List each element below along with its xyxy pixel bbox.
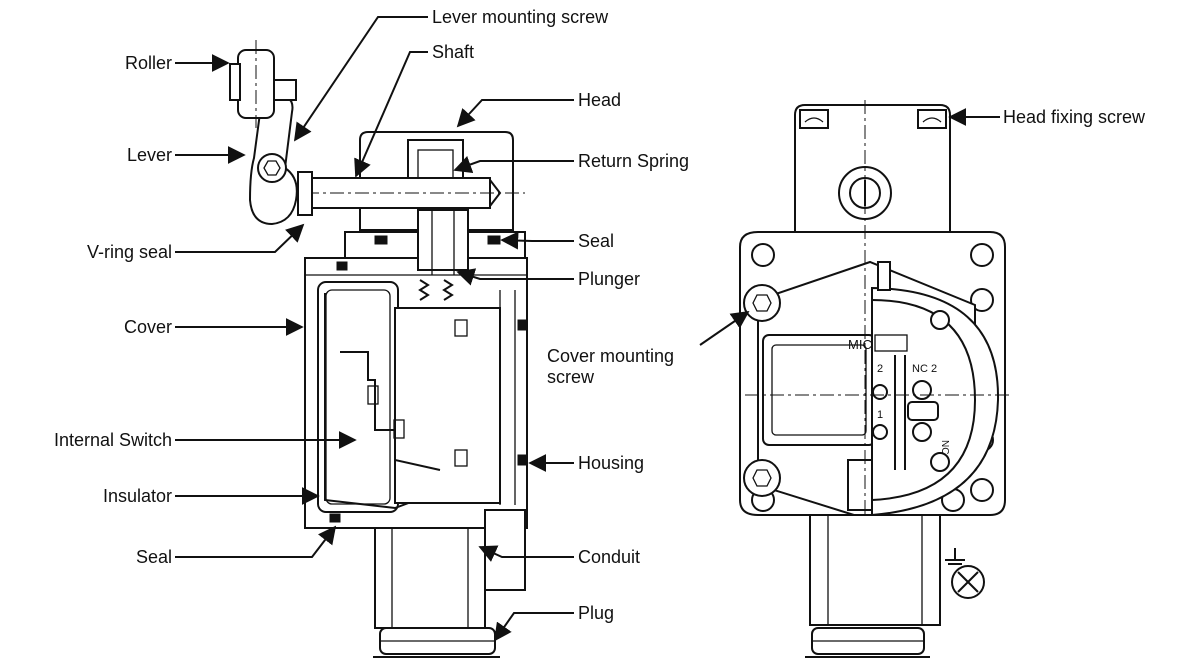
head-screw-left bbox=[799, 109, 829, 129]
front-conduit bbox=[809, 514, 941, 626]
label-roller: Roller bbox=[125, 53, 172, 73]
marking-terminal-2: 2 bbox=[877, 363, 883, 375]
marking-terminal-nc1: NC 1 bbox=[939, 440, 950, 463]
seal-inner bbox=[336, 261, 348, 271]
cover-screw-top bbox=[743, 284, 781, 322]
seal-top-right bbox=[487, 235, 501, 245]
marking-terminal-nc2: NC 2 bbox=[912, 363, 937, 375]
v-ring-seal bbox=[297, 171, 313, 216]
label-cover-mounting-screw-1: Cover mounting bbox=[547, 346, 674, 366]
label-v-ring-seal: V-ring seal bbox=[87, 242, 172, 262]
label-seal-top: Seal bbox=[578, 231, 614, 251]
plunger-body bbox=[417, 209, 469, 271]
callout-labels: Roller Lever V-ring seal Cover Internal … bbox=[54, 7, 1146, 623]
label-head-fixing-screw: Head fixing screw bbox=[1003, 107, 1146, 127]
label-conduit: Conduit bbox=[578, 547, 640, 567]
cover-body bbox=[317, 281, 399, 513]
callout-leaders bbox=[175, 16, 574, 642]
seal-top-left bbox=[374, 235, 388, 245]
marking-terminal-1: 1 bbox=[877, 409, 883, 421]
label-lever: Lever bbox=[127, 145, 172, 165]
cover-screw-bottom bbox=[743, 459, 781, 497]
label-plug: Plug bbox=[578, 603, 614, 623]
marking-brand: MIC bbox=[848, 337, 872, 352]
label-internal-switch: Internal Switch bbox=[54, 430, 172, 450]
label-housing: Housing bbox=[578, 453, 644, 473]
label-seal-bottom: Seal bbox=[136, 547, 172, 567]
front-view: MIC 2 NC 2 1 NC 1 bbox=[739, 100, 1010, 658]
label-lever-mounting-screw: Lever mounting screw bbox=[432, 7, 609, 27]
seal-bottom bbox=[329, 513, 341, 523]
label-return-spring: Return Spring bbox=[578, 151, 689, 171]
label-insulator: Insulator bbox=[103, 486, 172, 506]
label-cover: Cover bbox=[124, 317, 172, 337]
label-shaft: Shaft bbox=[432, 42, 474, 62]
internal-switch-block bbox=[394, 307, 501, 504]
head-screw-right bbox=[917, 109, 947, 129]
label-plunger: Plunger bbox=[578, 269, 640, 289]
section-view bbox=[229, 40, 528, 658]
label-cover-mounting-screw-2: screw bbox=[547, 367, 595, 387]
label-head: Head bbox=[578, 90, 621, 110]
front-callout-leaders bbox=[699, 108, 1000, 346]
